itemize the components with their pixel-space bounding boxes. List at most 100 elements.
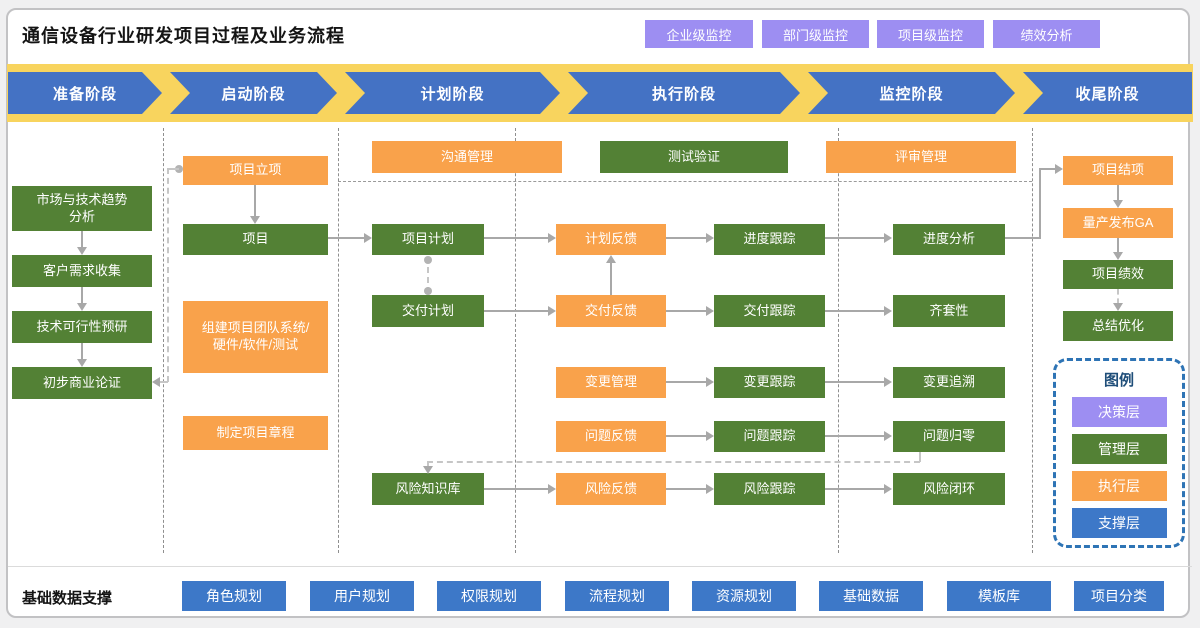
connector-line (1117, 238, 1119, 253)
connector-arrowhead (364, 233, 372, 243)
connector-arrowhead (884, 484, 892, 494)
connector-arrowhead (606, 255, 616, 263)
phase-tab-plan[interactable]: 计划阶段 (345, 72, 560, 114)
connector-arrowhead (884, 431, 892, 441)
phase-tab-prepare[interactable]: 准备阶段 (8, 72, 162, 114)
button-user-planning[interactable]: 用户规划 (310, 581, 414, 611)
node-project: 项目 (183, 224, 328, 255)
button-enterprise-monitor[interactable]: 企业级监控 (645, 20, 753, 48)
column-divider (1032, 128, 1033, 553)
connector-arrowhead (250, 216, 260, 224)
connector-arrowhead (1113, 303, 1123, 311)
node-change-track: 变更跟踪 (714, 367, 825, 398)
legend-item-execution: 执行层 (1071, 471, 1167, 501)
connector-line (1005, 237, 1041, 239)
connector-arrowhead (1113, 252, 1123, 260)
connector-arrowhead (1113, 200, 1123, 208)
connector-line-dashed (167, 168, 169, 382)
connector-arrowhead (884, 233, 892, 243)
node-project-closure: 项目结项 (1063, 156, 1173, 185)
button-project-category[interactable]: 项目分类 (1074, 581, 1164, 611)
connector-arrowhead (706, 484, 714, 494)
node-progress-analysis: 进度分析 (893, 224, 1005, 255)
button-role-planning[interactable]: 角色规划 (182, 581, 286, 611)
connector-line (666, 310, 706, 312)
node-risk-track: 风险跟踪 (714, 473, 825, 505)
connector-line (825, 435, 885, 437)
connector-line (825, 381, 885, 383)
node-project-performance: 项目绩效 (1063, 260, 1173, 289)
node-delivery-track: 交付跟踪 (714, 295, 825, 327)
connector-dot (424, 256, 432, 264)
connector-line (484, 310, 548, 312)
footer-divider (8, 566, 1192, 567)
button-project-monitor[interactable]: 项目级监控 (877, 20, 984, 48)
connector-arrowhead (77, 303, 87, 311)
node-delivery-feedback: 交付反馈 (556, 295, 666, 327)
connector-line (610, 263, 612, 295)
connector-arrowhead (706, 431, 714, 441)
node-project-plan: 项目计划 (372, 224, 484, 255)
connector-line (666, 237, 706, 239)
connector-line-dashed (1117, 289, 1119, 304)
connector-line (484, 488, 548, 490)
connector-arrowhead (548, 233, 556, 243)
node-build-team: 组建项目团队系统/硬件/软件/测试 (183, 301, 328, 373)
column-divider (838, 128, 839, 553)
column-divider (338, 128, 339, 553)
connector-line (825, 488, 885, 490)
connector-line-dashed (167, 168, 179, 170)
connector-line-dashed (160, 381, 168, 383)
column-divider (163, 128, 164, 553)
button-process-planning[interactable]: 流程规划 (565, 581, 669, 611)
button-base-data[interactable]: 基础数据 (819, 581, 923, 611)
node-test-verify: 测试验证 (600, 141, 788, 173)
legend: 图例 决策层 管理层 执行层 支撑层 (1053, 358, 1185, 548)
button-resource-planning[interactable]: 资源规划 (692, 581, 796, 611)
connector-arrowhead (77, 247, 87, 255)
node-tech-feasibility: 技术可行性预研 (12, 311, 152, 343)
legend-item-support: 支撑层 (1071, 508, 1167, 538)
phase-tab-execute[interactable]: 执行阶段 (568, 72, 800, 114)
connector-arrowhead (706, 233, 714, 243)
footer-label: 基础数据支撑 (22, 590, 113, 607)
node-project-approval: 项目立项 (183, 156, 328, 185)
legend-item-decision: 决策层 (1071, 397, 1167, 427)
page-title: 通信设备行业研发项目过程及业务流程 (22, 26, 345, 46)
connector-dot (424, 287, 432, 295)
connector-line-dashed (427, 461, 920, 463)
connector-dot (175, 165, 183, 173)
button-department-monitor[interactable]: 部门级监控 (762, 20, 869, 48)
node-risk-closure: 风险闭环 (893, 473, 1005, 505)
button-template-library[interactable]: 模板库 (947, 581, 1051, 611)
node-issue-feedback: 问题反馈 (556, 421, 666, 452)
connector-arrowhead (706, 377, 714, 387)
phase-tab-close[interactable]: 收尾阶段 (1023, 72, 1192, 114)
connector-line (666, 488, 706, 490)
node-risk-knowledge-base: 风险知识库 (372, 473, 484, 505)
connector-line (81, 231, 83, 248)
phase-tab-monitor[interactable]: 监控阶段 (808, 72, 1015, 114)
node-ga-release: 量产发布GA (1063, 208, 1173, 238)
execution-group-border (338, 181, 1032, 182)
connector-line (825, 310, 885, 312)
connector-arrowhead (152, 377, 160, 387)
connector-line-dashed (919, 452, 921, 462)
connector-line-dashed (427, 257, 429, 293)
node-review-mgmt: 评审管理 (826, 141, 1016, 173)
connector-line (254, 185, 256, 217)
node-completeness: 齐套性 (893, 295, 1005, 327)
connector-arrowhead (884, 306, 892, 316)
connector-line (484, 237, 548, 239)
legend-title: 图例 (1103, 372, 1134, 389)
node-delivery-plan: 交付计划 (372, 295, 484, 327)
connector-arrowhead (548, 306, 556, 316)
node-issue-track: 问题跟踪 (714, 421, 825, 452)
button-permission-planning[interactable]: 权限规划 (437, 581, 541, 611)
connector-line (81, 343, 83, 360)
phase-tab-initiate[interactable]: 启动阶段 (170, 72, 337, 114)
button-performance-analysis[interactable]: 绩效分析 (993, 20, 1100, 48)
connector-line (1039, 168, 1041, 239)
column-divider (515, 128, 516, 553)
